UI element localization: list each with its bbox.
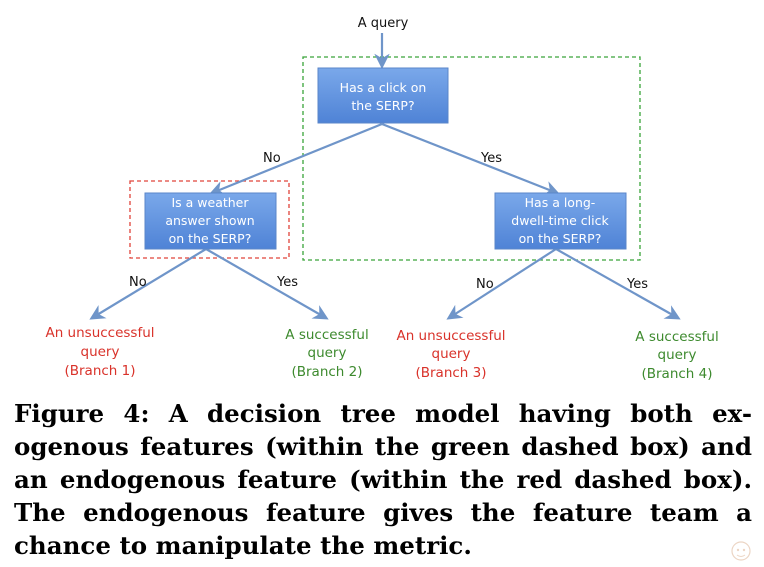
caption-line-5: chance to manipulate the metric. <box>14 531 472 560</box>
node-root-box <box>317 67 449 124</box>
figure-caption: Figure 4: A decision tree model having b… <box>14 397 752 562</box>
edge-label-root-yes: Yes <box>480 151 502 166</box>
edge-label-dwell-no: No <box>476 277 494 292</box>
caption-line-3: an endogenous feature (within the red da… <box>14 465 752 494</box>
leaf-branch-3-line-3: (Branch 3) <box>415 365 486 381</box>
leaf-branch-1: An unsuccessful query (Branch 1) <box>45 325 154 379</box>
caption-line-4: The endogenous feature gives the feature… <box>14 498 752 527</box>
node-root-line-2: the SERP? <box>351 98 414 113</box>
leaf-branch-1-line-3: (Branch 1) <box>64 363 135 379</box>
leaf-branch-2-line-1: A successful <box>285 327 368 343</box>
leaf-branch-3-line-1: An unsuccessful <box>396 328 505 344</box>
leaf-branch-4-line-3: (Branch 4) <box>641 366 712 382</box>
leaf-branch-4: A successful query (Branch 4) <box>635 329 718 382</box>
leaf-branch-4-line-1: A successful <box>635 329 718 345</box>
edge-dwell-no <box>446 248 557 320</box>
leaf-branch-2: A successful query (Branch 2) <box>285 327 368 380</box>
leaf-branch-3-line-2: query <box>432 346 471 362</box>
endogenous-feature-box <box>129 180 290 259</box>
node-root-line-1: Has a click on <box>340 80 427 95</box>
caption-line-1: Figure 4: A decision tree model having b… <box>14 399 752 428</box>
node-dwell-line-1: Has a long- <box>525 195 596 210</box>
node-dwell-line-2: dwell-time click <box>511 213 609 228</box>
node-dwell-box <box>494 192 627 250</box>
edge-weather-yes <box>205 248 329 320</box>
leaf-branch-2-line-2: query <box>308 345 347 361</box>
leaf-branch-1-line-2: query <box>81 344 120 360</box>
edge-label-root-no: No <box>263 151 281 166</box>
leaf-branch-2-line-3: (Branch 2) <box>291 364 362 380</box>
leaf-branch-3: An unsuccessful query (Branch 3) <box>396 328 505 381</box>
exogenous-features-box <box>302 56 641 261</box>
node-weather-line-2: answer shown <box>165 213 254 228</box>
edge-label-dwell-yes: Yes <box>626 277 648 292</box>
edge-dwell-yes <box>555 248 681 320</box>
edge-label-weather-yes: Yes <box>276 275 298 290</box>
query-label: A query <box>358 16 409 31</box>
node-weather-box <box>144 192 277 250</box>
leaf-branch-1-line-1: An unsuccessful <box>45 325 154 341</box>
node-weather-line-1: Is a weather <box>171 195 249 210</box>
node-root: Has a click on the SERP? <box>317 67 449 124</box>
node-weather: Is a weather answer shown on the SERP? <box>144 192 277 250</box>
node-dwell: Has a long- dwell-time click on the SERP… <box>494 192 627 250</box>
watermark-logo-icon <box>731 541 751 561</box>
node-dwell-line-3: on the SERP? <box>519 231 602 246</box>
edge-label-weather-no: No <box>129 275 147 290</box>
caption-line-2: ogenous features (within the green dashe… <box>14 432 752 461</box>
edge-root-yes <box>381 122 560 196</box>
edges <box>89 33 681 320</box>
node-weather-line-3: on the SERP? <box>169 231 252 246</box>
edge-weather-no <box>89 248 207 320</box>
leaf-branch-4-line-2: query <box>658 347 697 363</box>
edge-root-no <box>209 122 383 196</box>
